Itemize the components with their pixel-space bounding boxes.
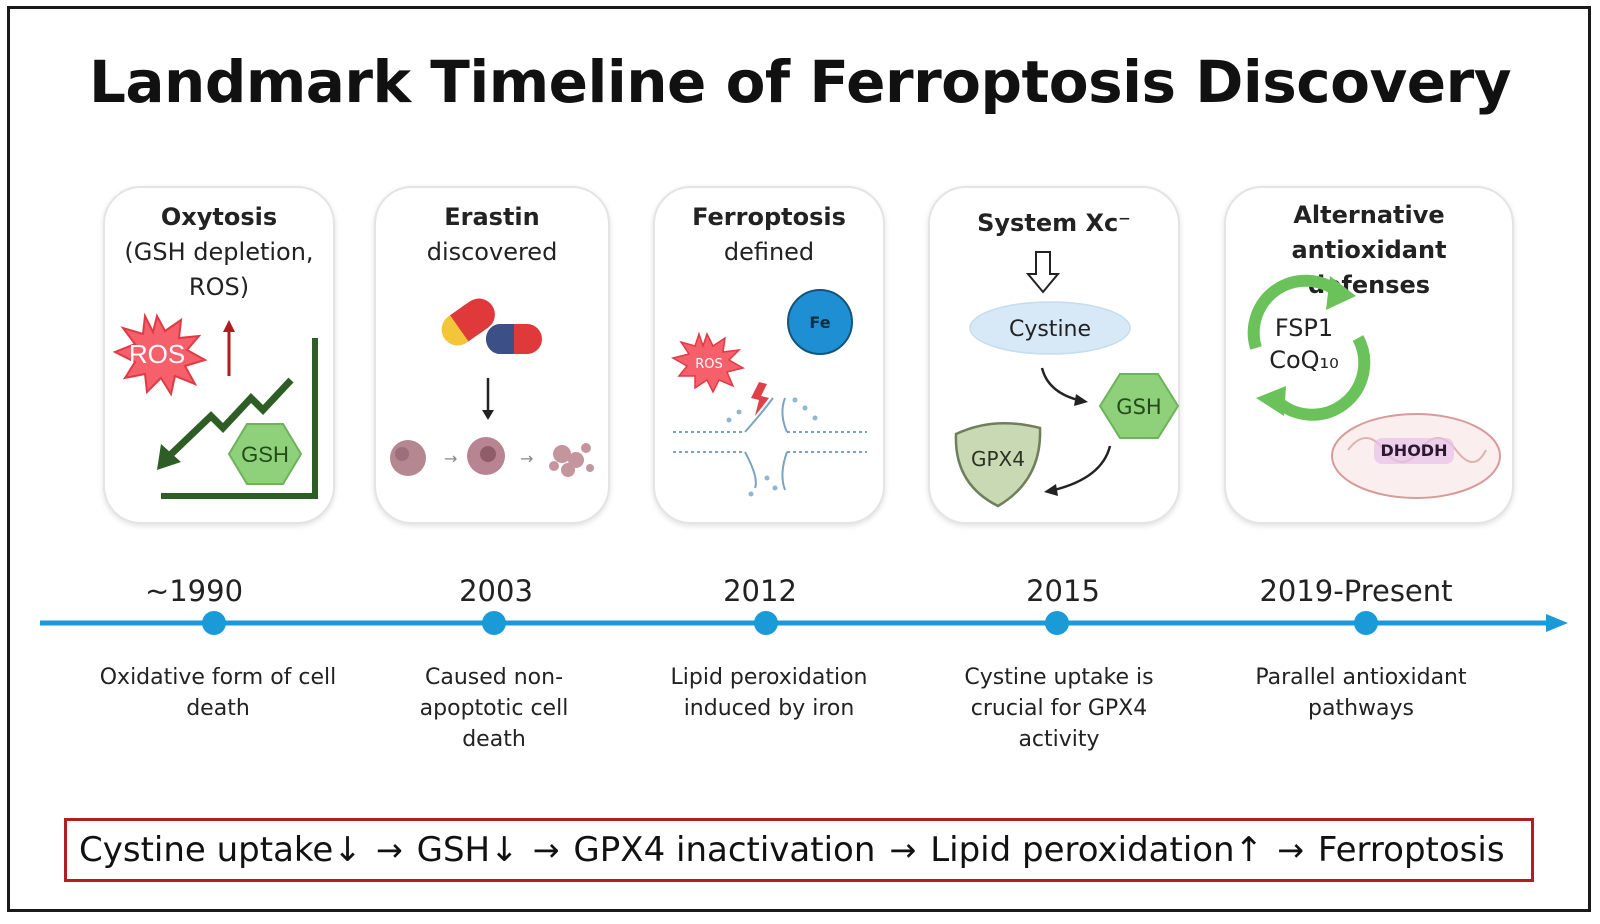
card-title-rest: (GSH depletion, ROS)	[124, 238, 314, 301]
fe-label: Fe	[809, 313, 830, 332]
zigzag-arrow-icon	[162, 377, 294, 463]
curved-arrow-icon	[1053, 445, 1112, 492]
ros-label: ROS	[695, 357, 723, 372]
fsp1-label: FSP1	[1275, 314, 1333, 342]
figure-title: Landmark Timeline of Ferroptosis Discove…	[88, 48, 1512, 116]
card-erastin: Erastin discovered → →	[374, 186, 610, 524]
pathway-step: Cystine uptake↓	[79, 830, 362, 870]
arrow-icon: →	[375, 831, 403, 869]
ros-burst-icon	[112, 312, 208, 397]
cycle-arrows-icon	[1247, 274, 1371, 421]
card-title: Erastin discovered	[376, 200, 608, 270]
pathway-step: GPX4 inactivation	[573, 830, 876, 870]
card-alternative-defenses: Alternative antioxidant defenses FSP1 Co…	[1224, 186, 1514, 524]
capsule-icon	[441, 298, 495, 346]
card-title-rest: defined	[723, 238, 815, 266]
gsh-label: GSH	[1116, 395, 1161, 419]
milestone-description: Caused non-apoptotic cell death	[419, 665, 569, 752]
card-title: Ferroptosis defined	[655, 200, 883, 270]
milestone-year: 2015	[1026, 574, 1100, 608]
system-xc-illustration: Cystine GSH GPX4	[954, 251, 1180, 508]
arrow-icon: →	[520, 449, 533, 468]
pathway-step: Lipid peroxidation↑	[930, 830, 1264, 870]
card-title-bold: Erastin	[444, 203, 540, 231]
ros-burst-icon	[671, 331, 745, 394]
card-title: System Xc⁻	[930, 206, 1178, 241]
hollow-down-arrow-icon	[1025, 251, 1061, 294]
oxytosis-illustration: ROS GSH	[112, 312, 318, 499]
ferroptosis-illustration: Fe ROS	[671, 289, 867, 497]
card-oxytosis: Oxytosis (GSH depletion, ROS) ROS GSH	[103, 186, 335, 524]
axis-icon	[161, 338, 318, 499]
alternative-defenses-illustration: FSP1 CoQ₁₀ DHODH	[1247, 274, 1501, 499]
capsule-icon	[486, 324, 542, 354]
milestone-description: Cystine uptake is crucial for GPX4 activ…	[964, 665, 1154, 752]
card-title: Oxytosis (GSH depletion, ROS)	[105, 200, 333, 305]
gpx4-shield-icon	[954, 421, 1042, 508]
erastin-illustration: → →	[390, 298, 594, 477]
milestone-description: Oxidative form of cell death	[99, 665, 337, 721]
cystine-ellipse	[969, 301, 1131, 355]
milestone-year: 2003	[459, 574, 533, 608]
timeline-dot	[202, 611, 226, 635]
card-system-xc: System Xc⁻ Cystine GSH GPX4	[928, 186, 1180, 524]
pathway-summary: Cystine uptake↓ → GSH↓ → GPX4 inactivati…	[64, 818, 1534, 882]
membrane-icon	[673, 397, 867, 491]
milestone-description: Parallel antioxidant pathways	[1255, 665, 1467, 721]
card-title-bold: Ferroptosis	[692, 203, 846, 231]
iron-icon	[787, 289, 853, 355]
timeline-dot	[754, 611, 778, 635]
lightning-icon	[751, 382, 769, 416]
ros-label: ROS	[129, 339, 185, 369]
card-ferroptosis: Ferroptosis defined Fe ROS	[653, 186, 885, 524]
timeline-arrowhead-icon	[1546, 614, 1568, 632]
milestone-year: ~1990	[144, 574, 244, 608]
gsh-hexagon-icon	[227, 423, 303, 485]
pathway-step: GSH↓	[416, 830, 519, 870]
pathway-step: Ferroptosis	[1317, 830, 1505, 870]
coq-label: CoQ₁₀	[1269, 346, 1339, 374]
gsh-hexagon-icon	[1098, 373, 1180, 439]
card-title-bold: System Xc⁻	[977, 209, 1131, 237]
arrow-icon: →	[1277, 831, 1304, 869]
dead-cell-icon	[549, 443, 594, 477]
gsh-label: GSH	[241, 442, 289, 467]
timeline-dot	[1045, 611, 1069, 635]
timeline-dot	[482, 611, 506, 635]
gpx4-label: GPX4	[971, 447, 1025, 471]
lipid-dots	[726, 397, 818, 497]
card-title-bold: Oxytosis	[160, 203, 278, 231]
milestone-year: 2012	[723, 574, 797, 608]
arrow-icon: →	[889, 831, 917, 869]
arrow-icon: →	[444, 449, 457, 468]
dhodh-label: DHODH	[1381, 441, 1448, 460]
milestone-year: 2019-Present	[1259, 574, 1453, 608]
arrow-icon: →	[532, 831, 560, 869]
curved-arrow-icon	[1040, 367, 1079, 402]
figure-frame	[7, 6, 1591, 912]
card-title-rest: discovered	[426, 238, 558, 266]
timeline-dot	[1354, 611, 1378, 635]
milestone-description: Lipid peroxidation induced by iron	[670, 665, 868, 721]
cystine-label: Cystine	[1009, 317, 1091, 342]
